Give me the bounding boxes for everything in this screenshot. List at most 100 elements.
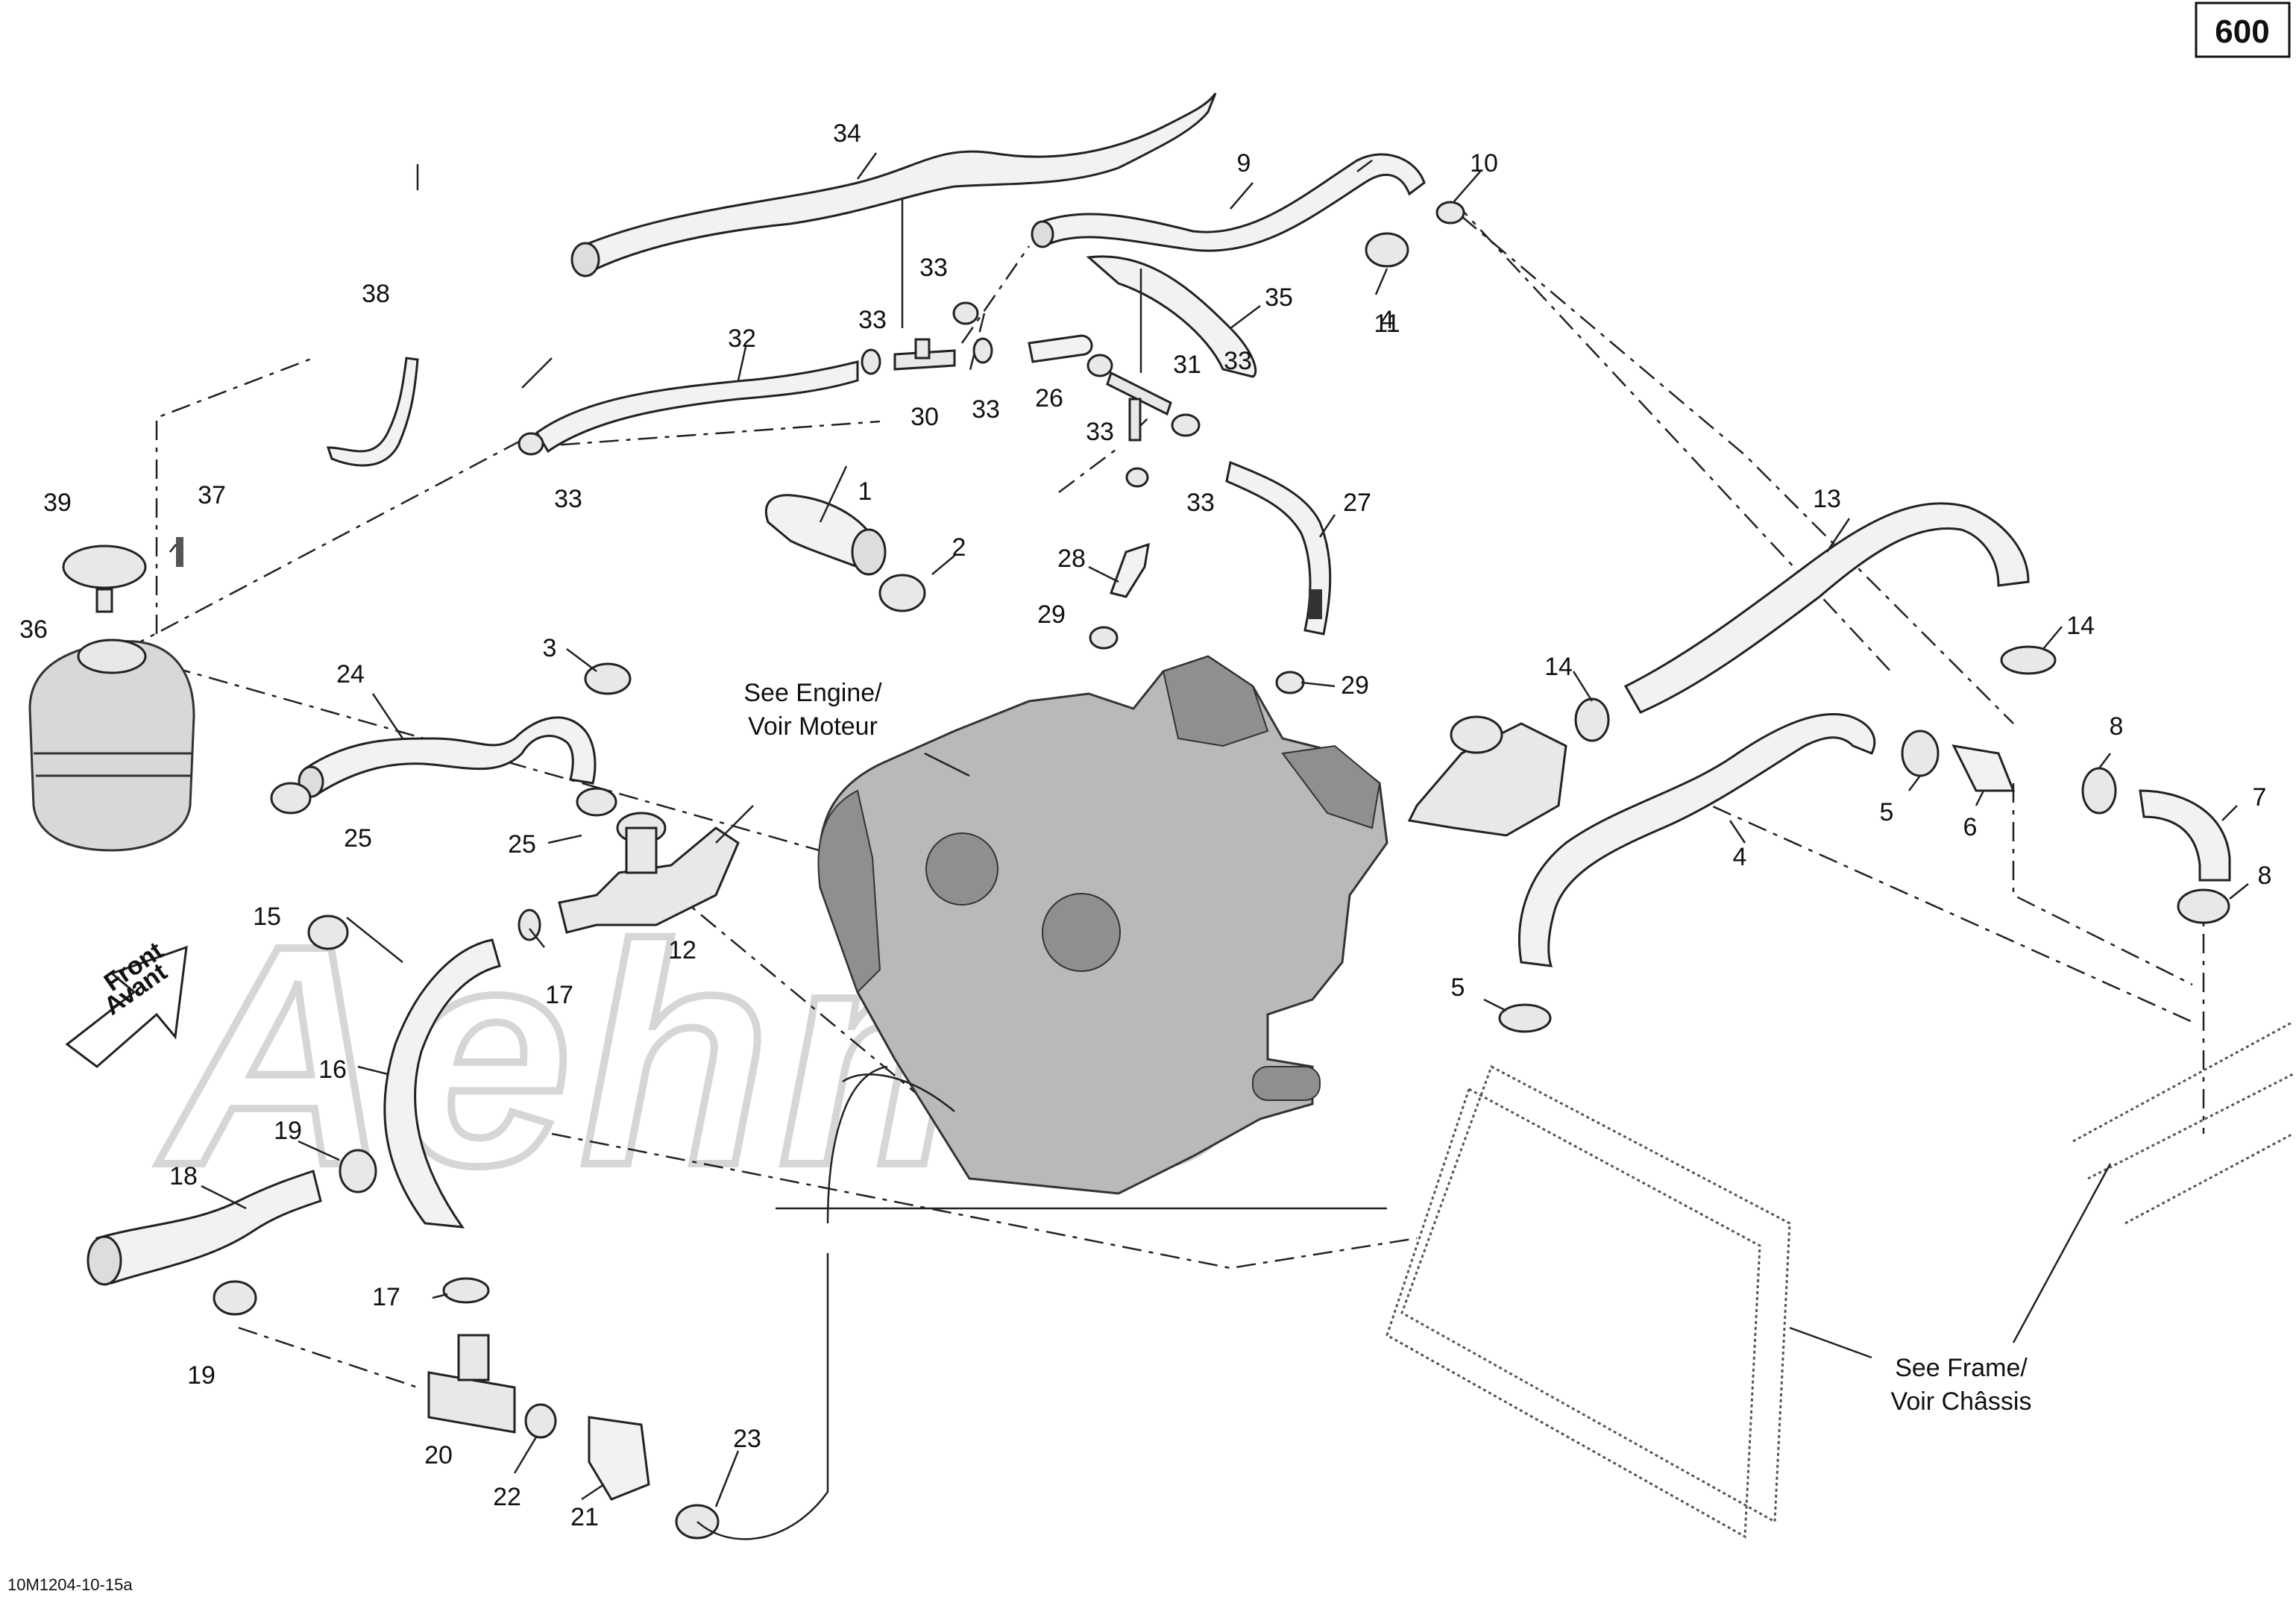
clamp-25b <box>576 787 617 817</box>
engine-note-line-1: See Engine/ <box>743 679 882 707</box>
bolt-37 <box>176 537 183 567</box>
callout-14a: 14 <box>1544 653 1573 681</box>
cap-39 <box>62 545 147 613</box>
hose-7 <box>2139 789 2231 882</box>
elbow-6 <box>1951 744 2016 792</box>
hose-32 <box>535 360 859 454</box>
hose-27 <box>1225 460 1332 636</box>
hose-9 <box>1031 153 1426 252</box>
callout-37: 37 <box>198 481 226 509</box>
clamp-19b <box>213 1280 257 1316</box>
clamp-2 <box>878 574 926 612</box>
callout-23: 23 <box>733 1425 761 1453</box>
callout-20: 20 <box>424 1441 453 1469</box>
clamp-22 <box>524 1403 557 1439</box>
callout-26: 26 <box>1035 384 1063 412</box>
callout-33g: 33 <box>1186 489 1215 517</box>
clamp-29b <box>1275 671 1305 694</box>
tee-fitting-20 <box>427 1334 516 1434</box>
engine-assembly <box>817 655 1388 1195</box>
front-direction-arrow: Front Avant <box>65 937 188 1068</box>
callout-14b: 14 <box>2066 612 2095 640</box>
callout-2: 2 <box>952 533 966 562</box>
callout-33e: 33 <box>1224 347 1252 375</box>
callout-8b: 8 <box>2258 862 2272 890</box>
leader-lines <box>169 152 2249 1540</box>
clamp-8b <box>2177 888 2230 924</box>
clamp-5b <box>1498 1003 1552 1033</box>
clamp-11 <box>1365 232 1409 268</box>
hose-38 <box>326 357 419 467</box>
callout-30: 30 <box>910 403 939 431</box>
callout-33a: 33 <box>919 254 948 282</box>
callout-19a: 19 <box>274 1117 302 1145</box>
callout-32: 32 <box>728 324 756 353</box>
clamp-25a <box>270 782 312 815</box>
hose-16 <box>383 938 501 1229</box>
callout-36: 36 <box>19 615 48 644</box>
callout-19b: 19 <box>187 1361 216 1390</box>
callout-6: 6 <box>1963 813 1978 841</box>
coolant-tank-36 <box>28 639 195 852</box>
hose-26 <box>1028 334 1093 363</box>
clamp-5a <box>1901 730 1940 777</box>
callout-28: 28 <box>1057 545 1086 573</box>
callout-27: 27 <box>1343 489 1371 517</box>
page-number-box: 600 <box>2195 1 2291 58</box>
callout-5a: 5 <box>1880 798 1894 826</box>
callout-8a: 8 <box>2110 712 2124 741</box>
hose-18 <box>87 1170 322 1286</box>
callout-10: 10 <box>1470 149 1498 178</box>
callout-labels: 1 2 3 4 4 5 5 6 7 8 8 9 10 11 12 13 14 1… <box>19 119 2271 1531</box>
radiator-frame <box>1386 1020 2294 1539</box>
callout-33d: 33 <box>1086 418 1114 446</box>
hose-35 <box>1086 255 1257 378</box>
elbow-1 <box>764 494 887 576</box>
hose-13 <box>1623 502 2030 714</box>
callout-15: 15 <box>253 903 281 931</box>
callout-33b: 33 <box>858 306 887 334</box>
callout-33c: 33 <box>972 395 1000 424</box>
callout-35: 35 <box>1265 283 1293 312</box>
callout-38: 38 <box>362 280 390 308</box>
hose-21 <box>588 1416 650 1501</box>
callout-9: 9 <box>1237 149 1251 178</box>
hose-4 <box>1518 712 1876 967</box>
callout-4a: 4 <box>1380 306 1394 334</box>
clamp-29a <box>1089 626 1119 650</box>
callout-17b: 17 <box>372 1283 400 1311</box>
callout-11: 11 <box>1374 310 1400 338</box>
callout-24: 24 <box>336 660 365 688</box>
clamp-14b <box>2000 645 2057 675</box>
callout-1: 1 <box>858 477 872 506</box>
callout-17a: 17 <box>545 981 573 1009</box>
clamp-8a <box>2081 767 2117 815</box>
hose-34 <box>570 92 1217 277</box>
page-number: 600 <box>2215 13 2269 50</box>
callout-16: 16 <box>318 1055 347 1084</box>
callout-4b: 4 <box>1733 843 1747 871</box>
water-outlet-fitting <box>1407 715 1567 837</box>
callout-18: 18 <box>169 1162 198 1190</box>
clamp-17a <box>518 909 541 941</box>
engine-note-line-2: Voir Moteur <box>748 712 878 741</box>
callout-21: 21 <box>570 1503 599 1531</box>
hose-28 <box>1110 542 1150 598</box>
clamp-17b <box>442 1277 490 1304</box>
clamp-10 <box>1435 201 1465 225</box>
callout-12: 12 <box>668 936 696 964</box>
frame-note-line-2: Voir Châssis <box>1891 1387 2032 1416</box>
callout-33f: 33 <box>554 485 582 513</box>
clamp-15 <box>307 914 349 950</box>
callout-3: 3 <box>543 634 557 662</box>
clamp-14a <box>1574 697 1610 742</box>
thermostat-housing-12 <box>558 812 740 934</box>
callout-34: 34 <box>833 119 861 148</box>
frame-note: See Frame/ Voir Châssis <box>1789 1163 2112 1416</box>
frame-note-line-1: See Frame/ <box>1895 1354 2028 1382</box>
tee-fitting-30 <box>893 338 956 371</box>
callout-29b: 29 <box>1341 671 1369 700</box>
callout-7: 7 <box>2253 783 2267 812</box>
callout-31: 31 <box>1173 351 1201 379</box>
